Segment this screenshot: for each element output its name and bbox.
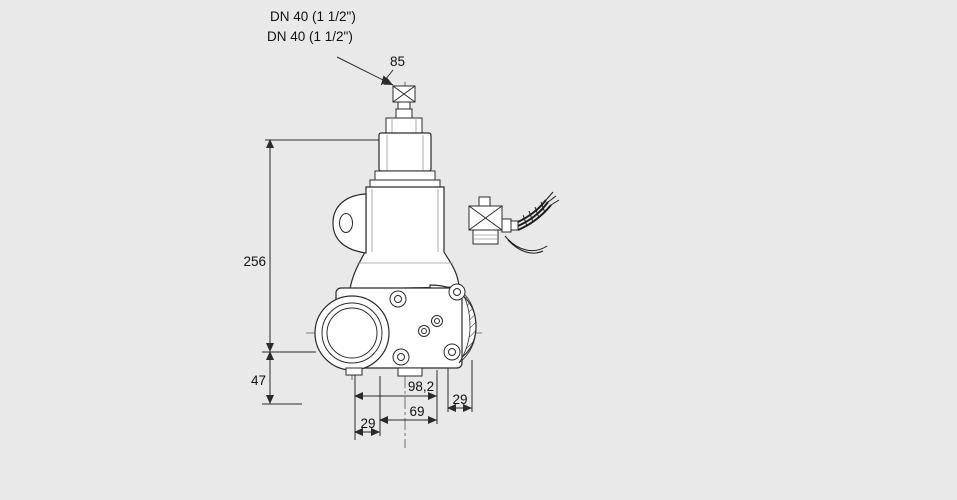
pressure-tap	[431, 315, 443, 327]
plug-cross-line-2	[392, 85, 416, 103]
spindle	[395, 108, 413, 119]
cable-plug-base	[472, 229, 499, 245]
cable-strand	[517, 201, 549, 227]
plug-neck	[397, 101, 411, 110]
bottom-foot	[397, 367, 423, 377]
cable-braid-tick	[528, 210, 534, 223]
dim-69-label: 69	[409, 404, 424, 419]
cable-fray	[550, 199, 560, 206]
cable-fray	[545, 191, 554, 201]
cable-strand	[517, 204, 552, 231]
flange-bolt	[443, 343, 461, 361]
threaded-port-thread	[321, 302, 383, 364]
dimension-labels: DN 40 (1 1/2") DN 40 (1 1/2") 85 256 47 …	[243, 9, 467, 431]
plug-cross-line-2	[468, 205, 503, 231]
flange-bolt-center	[397, 353, 405, 361]
cap-nut	[385, 117, 423, 134]
dim-98-2-label: 98,2	[408, 379, 434, 394]
flange-bolt	[392, 348, 410, 366]
valve-flange	[314, 283, 477, 377]
flange-bolt	[389, 290, 407, 308]
flange-bolt	[448, 283, 466, 301]
dn-label-line2: DN 40 (1 1/2")	[267, 29, 353, 44]
loose-wire	[504, 235, 548, 252]
valve-actuator	[374, 85, 436, 181]
cable-braid-tick	[522, 214, 528, 227]
cable-braid-tick	[534, 206, 540, 219]
valve-body	[332, 179, 460, 290]
dimension-lines	[262, 56, 473, 440]
body-top-plate	[369, 179, 441, 188]
cable-gland	[501, 218, 512, 233]
dim-85-label: 85	[390, 54, 405, 69]
flange-bolt-center	[448, 348, 456, 356]
section-hatch	[458, 290, 477, 364]
cable-gland-nut	[510, 220, 519, 231]
pressure-tap-center	[421, 328, 427, 334]
cable-strand	[517, 199, 547, 223]
coil-base-plate	[374, 170, 436, 181]
dim-47-label: 47	[251, 373, 266, 388]
plug-screw	[478, 196, 491, 207]
cable-plug-assembly	[468, 191, 560, 254]
dim-29-left-label: 29	[360, 416, 375, 431]
cable-braid-tick	[540, 201, 546, 214]
dim-256-label: 256	[243, 254, 266, 269]
flange-bolt-center	[394, 295, 402, 303]
threaded-port-bore	[326, 307, 378, 359]
threaded-port-outer	[314, 295, 390, 371]
dim-85-leader	[380, 69, 394, 86]
loose-wire	[507, 239, 544, 254]
dim-29-right-label: 29	[452, 392, 467, 407]
cable-fray	[547, 195, 557, 203]
pressure-tap-center	[434, 318, 440, 324]
dn-label-line1: DN 40 (1 1/2")	[270, 9, 356, 24]
flange-bolt-center	[453, 288, 461, 296]
lug-hole	[339, 213, 353, 233]
pressure-tap	[418, 325, 430, 337]
bottom-foot	[345, 367, 363, 376]
